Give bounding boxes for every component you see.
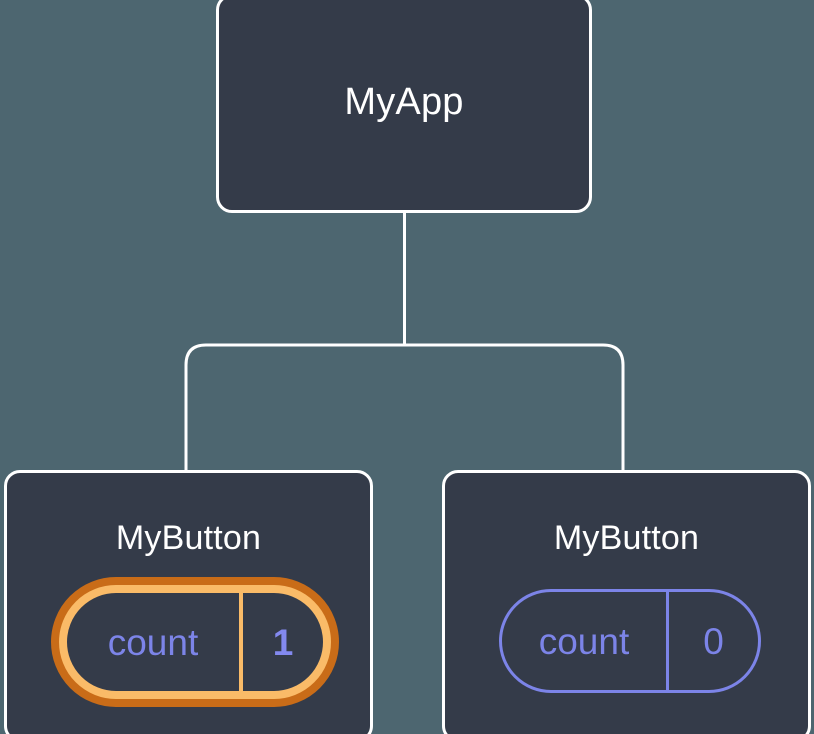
state-pill-left-inner-ring: count 1 — [59, 585, 331, 699]
state-pill-left-value-cell: 1 — [243, 593, 323, 691]
state-pill-left-key-cell: count — [67, 593, 243, 691]
node-myapp[interactable]: MyApp — [216, 0, 592, 213]
state-pill-right-value-cell: 0 — [669, 592, 758, 690]
state-pill-right-key-cell: count — [502, 592, 669, 690]
node-mybutton-left[interactable]: MyButton count 1 — [4, 470, 373, 734]
node-mybutton-right-label: MyButton — [553, 519, 700, 557]
node-mybutton-right[interactable]: MyButton count 0 — [442, 470, 811, 734]
state-pill-right-value: 0 — [703, 620, 724, 662]
state-pill-left-highlighted[interactable]: count 1 — [51, 577, 339, 707]
connector-branch-bar — [184, 343, 625, 470]
state-pill-left-key: count — [107, 621, 199, 663]
node-myapp-label: MyApp — [344, 81, 464, 123]
state-pill-right[interactable]: count 0 — [499, 589, 761, 693]
state-pill-left-value: 1 — [272, 621, 294, 663]
node-mybutton-left-label: MyButton — [115, 519, 262, 557]
state-pill-right-key: count — [538, 620, 630, 662]
